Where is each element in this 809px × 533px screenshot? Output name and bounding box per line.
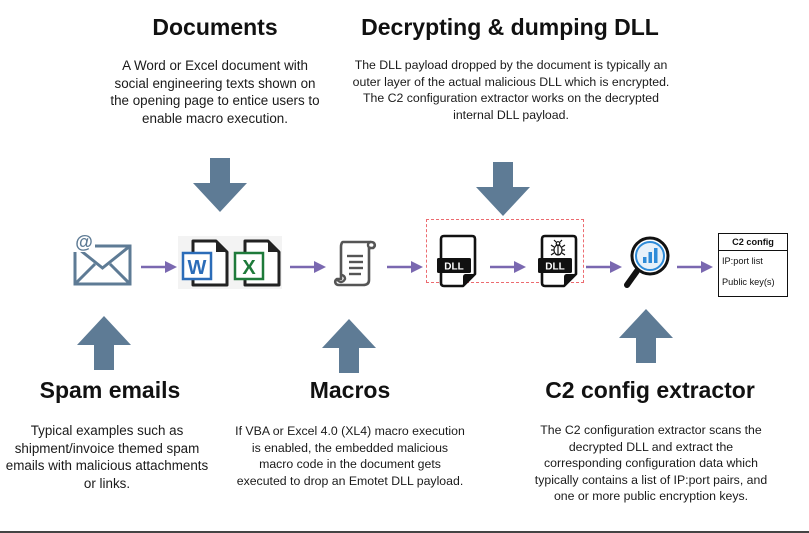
flow-arrow: [586, 261, 622, 273]
decrypting-group-box: [426, 219, 584, 283]
dll-malware-file-icon: DLL: [538, 234, 578, 288]
documents-title: Documents: [152, 14, 278, 40]
down-arrow-shape: [476, 162, 530, 216]
magnifier-chart-icon: [624, 236, 670, 288]
at-symbol: @: [75, 232, 93, 252]
down-arrow-decrypting: [476, 162, 530, 216]
flow-arrow: [387, 261, 423, 273]
documents-description: A Word or Excel document with social eng…: [110, 58, 320, 126]
up-arrow-extractor: [619, 309, 673, 363]
dll-label: DLL: [444, 262, 463, 273]
c2-config-row-ip-port: IP:port list: [722, 256, 763, 266]
up-arrow-shape: [322, 319, 376, 373]
down-arrow-documents: [193, 158, 247, 212]
excel-letter: X: [242, 257, 256, 279]
decrypting-description: The DLL payload dropped by the document …: [352, 58, 670, 122]
spam-description: Typical examples such as shipment/invoic…: [5, 423, 209, 491]
up-arrow-spam: [77, 316, 131, 370]
macros-title: Macros: [309, 377, 391, 403]
macros-description: If VBA or Excel 4.0 (XL4) macro executio…: [235, 424, 465, 488]
flow-arrow: [141, 261, 177, 273]
up-arrow-shape: [77, 316, 131, 370]
extractor-description: The C2 configuration extractor scans the…: [534, 423, 768, 503]
spam-title: Spam emails: [39, 377, 181, 403]
down-arrow-shape: [193, 158, 247, 212]
macro-scroll-icon: [333, 240, 377, 287]
c2-config-table: C2 config IP:port list Public key(s): [718, 233, 788, 297]
up-arrow-shape: [619, 309, 673, 363]
c2-config-header: C2 config: [719, 234, 787, 251]
flow-arrow: [677, 261, 713, 273]
dll-file-icon: DLL: [437, 234, 477, 288]
word-letter: W: [188, 257, 207, 279]
flow-arrow: [490, 261, 526, 273]
flow-arrow: [290, 261, 326, 273]
dll-label: DLL: [545, 262, 564, 273]
excel-document-icon: X: [233, 239, 281, 287]
bug-icon: [550, 239, 566, 256]
bottom-divider: [0, 531, 809, 533]
c2-config-row-public-keys: Public key(s): [722, 277, 775, 287]
email-icon: @: [73, 232, 132, 286]
word-document-icon: W: [181, 239, 229, 287]
decrypting-title: Decrypting & dumping DLL: [361, 14, 659, 40]
up-arrow-macros: [322, 319, 376, 373]
extractor-title: C2 config extractor: [545, 377, 755, 403]
